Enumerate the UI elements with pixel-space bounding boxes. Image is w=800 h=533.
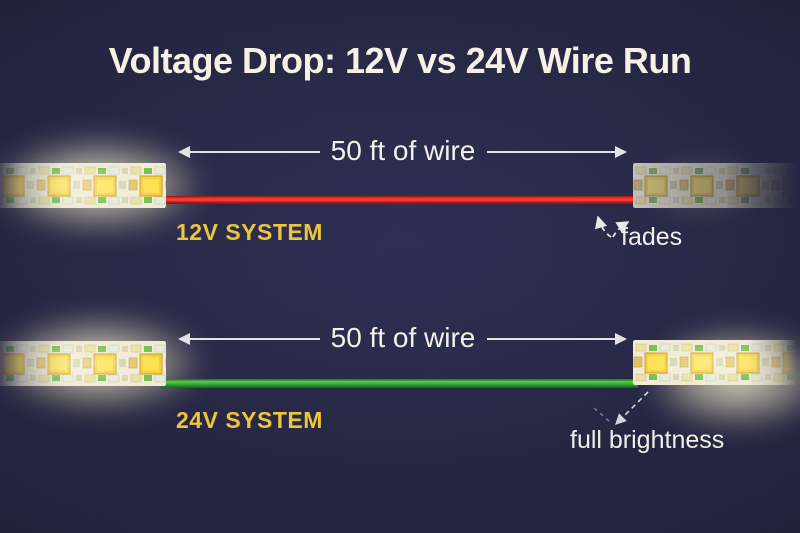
annotation-full-brightness: full brightness: [570, 426, 725, 454]
system-label-12v: 12V SYSTEM: [176, 219, 323, 245]
led-strip-near-24v: [0, 341, 166, 386]
annotation-fades: fades: [621, 223, 683, 251]
wire-24v: [160, 379, 638, 388]
led-strip-graphic: [633, 163, 800, 208]
led-strip-far-24v: [633, 340, 800, 385]
dashed-arrow-fades-wire: [594, 215, 612, 238]
page-title: Voltage Drop: 12V vs 24V Wire Run: [108, 40, 692, 81]
led-strip-far-12v: [633, 163, 800, 208]
led-strip-graphic: [0, 341, 166, 386]
led-strip-graphic: [0, 163, 166, 208]
wire-length-label-24v: 50 ft of wire: [330, 322, 476, 353]
dashed-line-full-brightness-minor: [593, 407, 611, 423]
wire-length-label-12v: 50 ft of wire: [330, 135, 476, 166]
measure-arrow-right-12v: [487, 146, 627, 158]
led-strip-graphic: [633, 340, 800, 385]
system-label-24v: 24V SYSTEM: [176, 407, 323, 433]
wire-12v: [160, 196, 638, 204]
measure-arrow-left-12v: [178, 146, 320, 158]
led-strip-near-12v: [0, 163, 166, 208]
dashed-arrow-full-brightness: [615, 391, 649, 425]
measure-arrow-right-24v: [487, 333, 627, 345]
measure-arrow-left-24v: [178, 333, 320, 345]
